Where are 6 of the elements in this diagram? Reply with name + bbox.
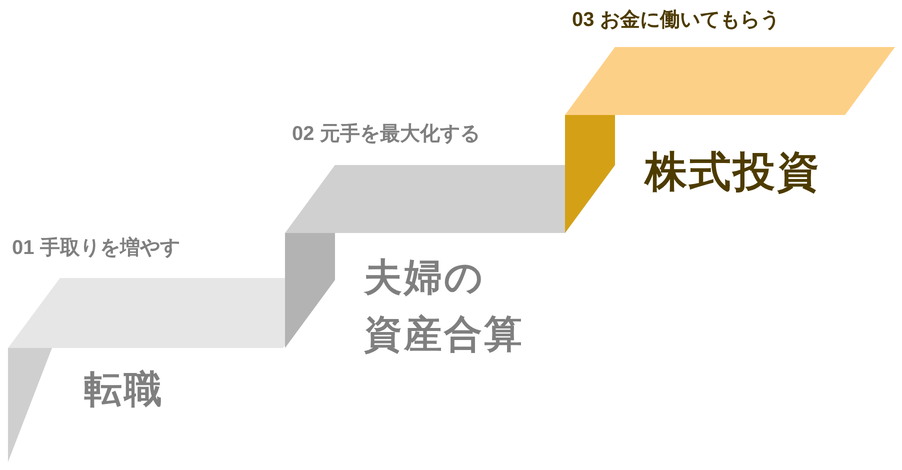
step-heading: 01 手取りを増やす [12,236,180,260]
step-heading: 03 お金に働いてもらう [572,8,780,32]
step-title: 株式投資 [645,147,821,197]
step-heading: 02 元手を最大化する [292,122,480,146]
step-title: 転職 [84,368,164,413]
step-title: 夫婦の資産合算 [364,256,525,358]
